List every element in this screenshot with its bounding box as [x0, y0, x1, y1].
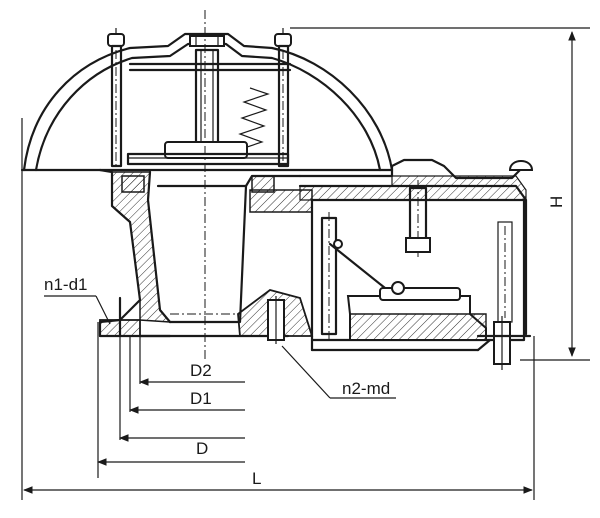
label-D: D: [196, 439, 208, 458]
label-D1: D1: [190, 389, 212, 408]
left-body: [98, 168, 313, 338]
label-D2: D2: [190, 361, 212, 380]
label-H: H: [547, 196, 566, 208]
dimension-lines: [21, 27, 590, 500]
valve-stem: [126, 10, 292, 360]
label-n2-md: n2-md: [342, 379, 390, 398]
right-chamber: [298, 158, 534, 370]
label-n1-d1: n1-d1: [44, 275, 87, 294]
centre-web: [237, 289, 314, 344]
dimension-labels: H n1-d1 n2-md D2 D1 D L: [44, 196, 566, 488]
dome-hood: [20, 32, 394, 172]
label-L: L: [252, 469, 261, 488]
dome-bolts: [107, 28, 292, 168]
